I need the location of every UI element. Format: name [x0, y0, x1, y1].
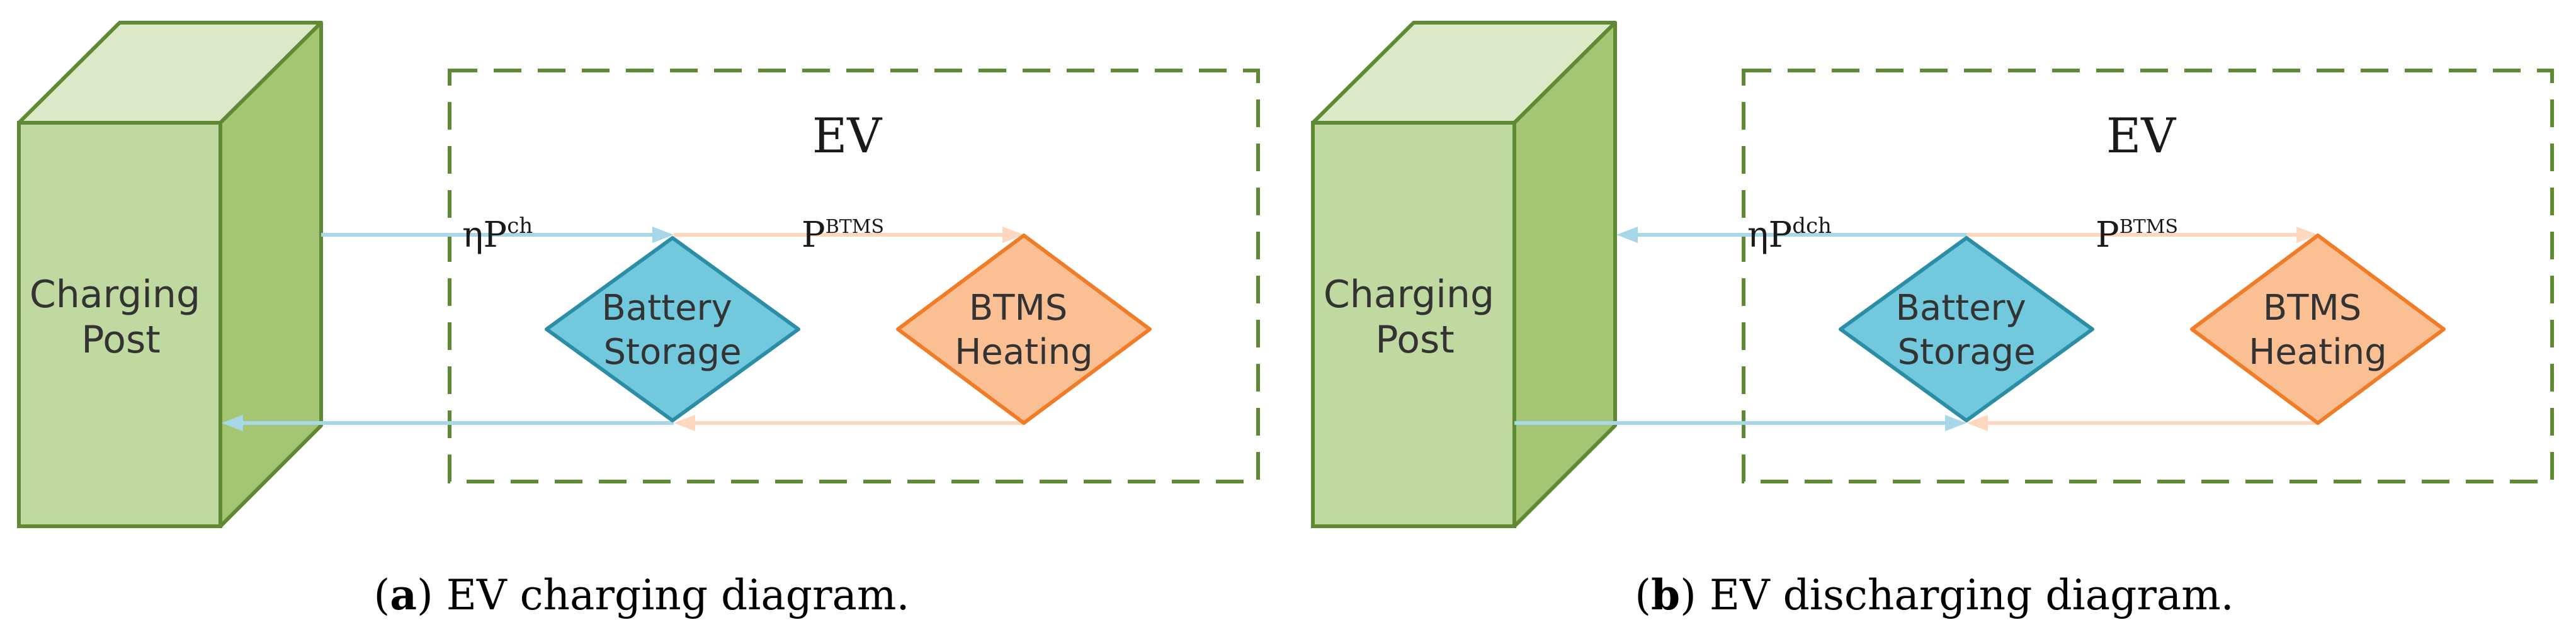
- battery-storage-node: Battery Storage: [1839, 236, 2094, 422]
- ev-boundary: [1742, 69, 2554, 483]
- battery-storage-shape: [545, 236, 800, 422]
- btms-heating-label-line1: BTMS: [969, 288, 1068, 329]
- battery-storage-label: Battery Storage: [601, 288, 743, 373]
- caption-a: (a) EV charging diagram.: [374, 570, 910, 619]
- flow-btms-return-arrowhead: [1966, 415, 1988, 431]
- btms-flow-label-base: P: [2096, 215, 2119, 256]
- charging-post-label-line2: Post: [81, 318, 161, 362]
- btms-heating-label-line1: BTMS: [2263, 288, 2362, 329]
- btms-heating-label-line2: Heating: [955, 332, 1092, 373]
- battery-storage-node: Battery Storage: [545, 236, 800, 422]
- battery-storage-label-line1: Battery: [601, 288, 732, 329]
- btms-heating-node: BTMS Heating: [2190, 234, 2446, 425]
- battery-storage-label: Battery Storage: [1895, 288, 2037, 373]
- flow-post-to-battery-arrowhead: [1945, 415, 1966, 431]
- caption-b-letter: b: [1651, 570, 1680, 619]
- battery-storage-label-line2: Storage: [1897, 332, 2035, 373]
- btms-flow-label: PBTMS: [802, 215, 884, 256]
- panel-a: Charging Post EV ηPch PBTMS: [17, 21, 1260, 619]
- caption-a-letter: a: [390, 570, 417, 619]
- charging-post-label: Charging Post: [30, 273, 212, 362]
- flow-lines: [1514, 227, 2318, 431]
- battery-storage-shape: [1839, 236, 2094, 422]
- ev-boundary: [448, 69, 1260, 483]
- ev-label: EV: [812, 108, 882, 164]
- flow-in-label-base: ηP: [462, 215, 507, 256]
- charging-post: Charging Post: [1311, 21, 1617, 528]
- btms-heating-shape: [2190, 234, 2446, 425]
- battery-storage-label-line1: Battery: [1895, 288, 2026, 329]
- btms-heating-label: BTMS Heating: [955, 288, 1092, 373]
- flow-in-label: ηPch: [462, 213, 533, 256]
- battery-storage-label-line2: Storage: [603, 332, 741, 373]
- btms-flow-label: PBTMS: [2096, 215, 2178, 256]
- caption-b-open: (: [1635, 571, 1651, 619]
- btms-flow-label-base: P: [802, 215, 826, 256]
- charging-post-front: [17, 121, 222, 528]
- charging-post-front: [1311, 121, 1516, 528]
- charging-post-label-line1: Charging: [30, 273, 200, 317]
- flow-battery-to-btms-arrowhead: [2296, 227, 2318, 243]
- caption-b-text: ) EV discharging diagram.: [1680, 571, 2234, 619]
- flow-in-label: ηPdch: [1747, 213, 1832, 256]
- ev-label: EV: [2106, 108, 2176, 164]
- flow-battery-to-post-arrowhead: [222, 415, 243, 431]
- flow-in-label-base: ηP: [1747, 215, 1792, 256]
- charging-post: Charging Post: [17, 21, 323, 528]
- btms-flow-label-superscript: BTMS: [826, 216, 884, 238]
- flow-btms-return-arrowhead: [674, 415, 695, 431]
- btms-heating-node: BTMS Heating: [896, 234, 1152, 425]
- btms-heating-label: BTMS Heating: [2249, 288, 2386, 373]
- charging-post-label: Charging Post: [1324, 273, 1506, 362]
- flow-post-to-battery-arrowhead: [652, 227, 674, 243]
- btms-heating-shape: [896, 234, 1152, 425]
- charging-post-label-line1: Charging: [1324, 273, 1494, 317]
- caption-a-text: ) EV charging diagram.: [417, 571, 909, 619]
- caption-a-open: (: [374, 571, 390, 619]
- flow-battery-to-post-arrowhead: [1616, 227, 1638, 243]
- panel-b: Charging Post EV ηPdch PBTMS: [1311, 21, 2554, 619]
- btms-heating-label-line2: Heating: [2249, 332, 2386, 373]
- caption-b: (b) EV discharging diagram.: [1635, 570, 2234, 619]
- flow-battery-to-btms-arrowhead: [1002, 227, 1024, 243]
- charging-post-label-line2: Post: [1375, 318, 1455, 362]
- flow-in-label-superscript: dch: [1792, 213, 1832, 239]
- btms-flow-label-superscript: BTMS: [2119, 216, 2178, 238]
- flow-lines: [222, 227, 1024, 431]
- flow-in-label-superscript: ch: [507, 213, 533, 239]
